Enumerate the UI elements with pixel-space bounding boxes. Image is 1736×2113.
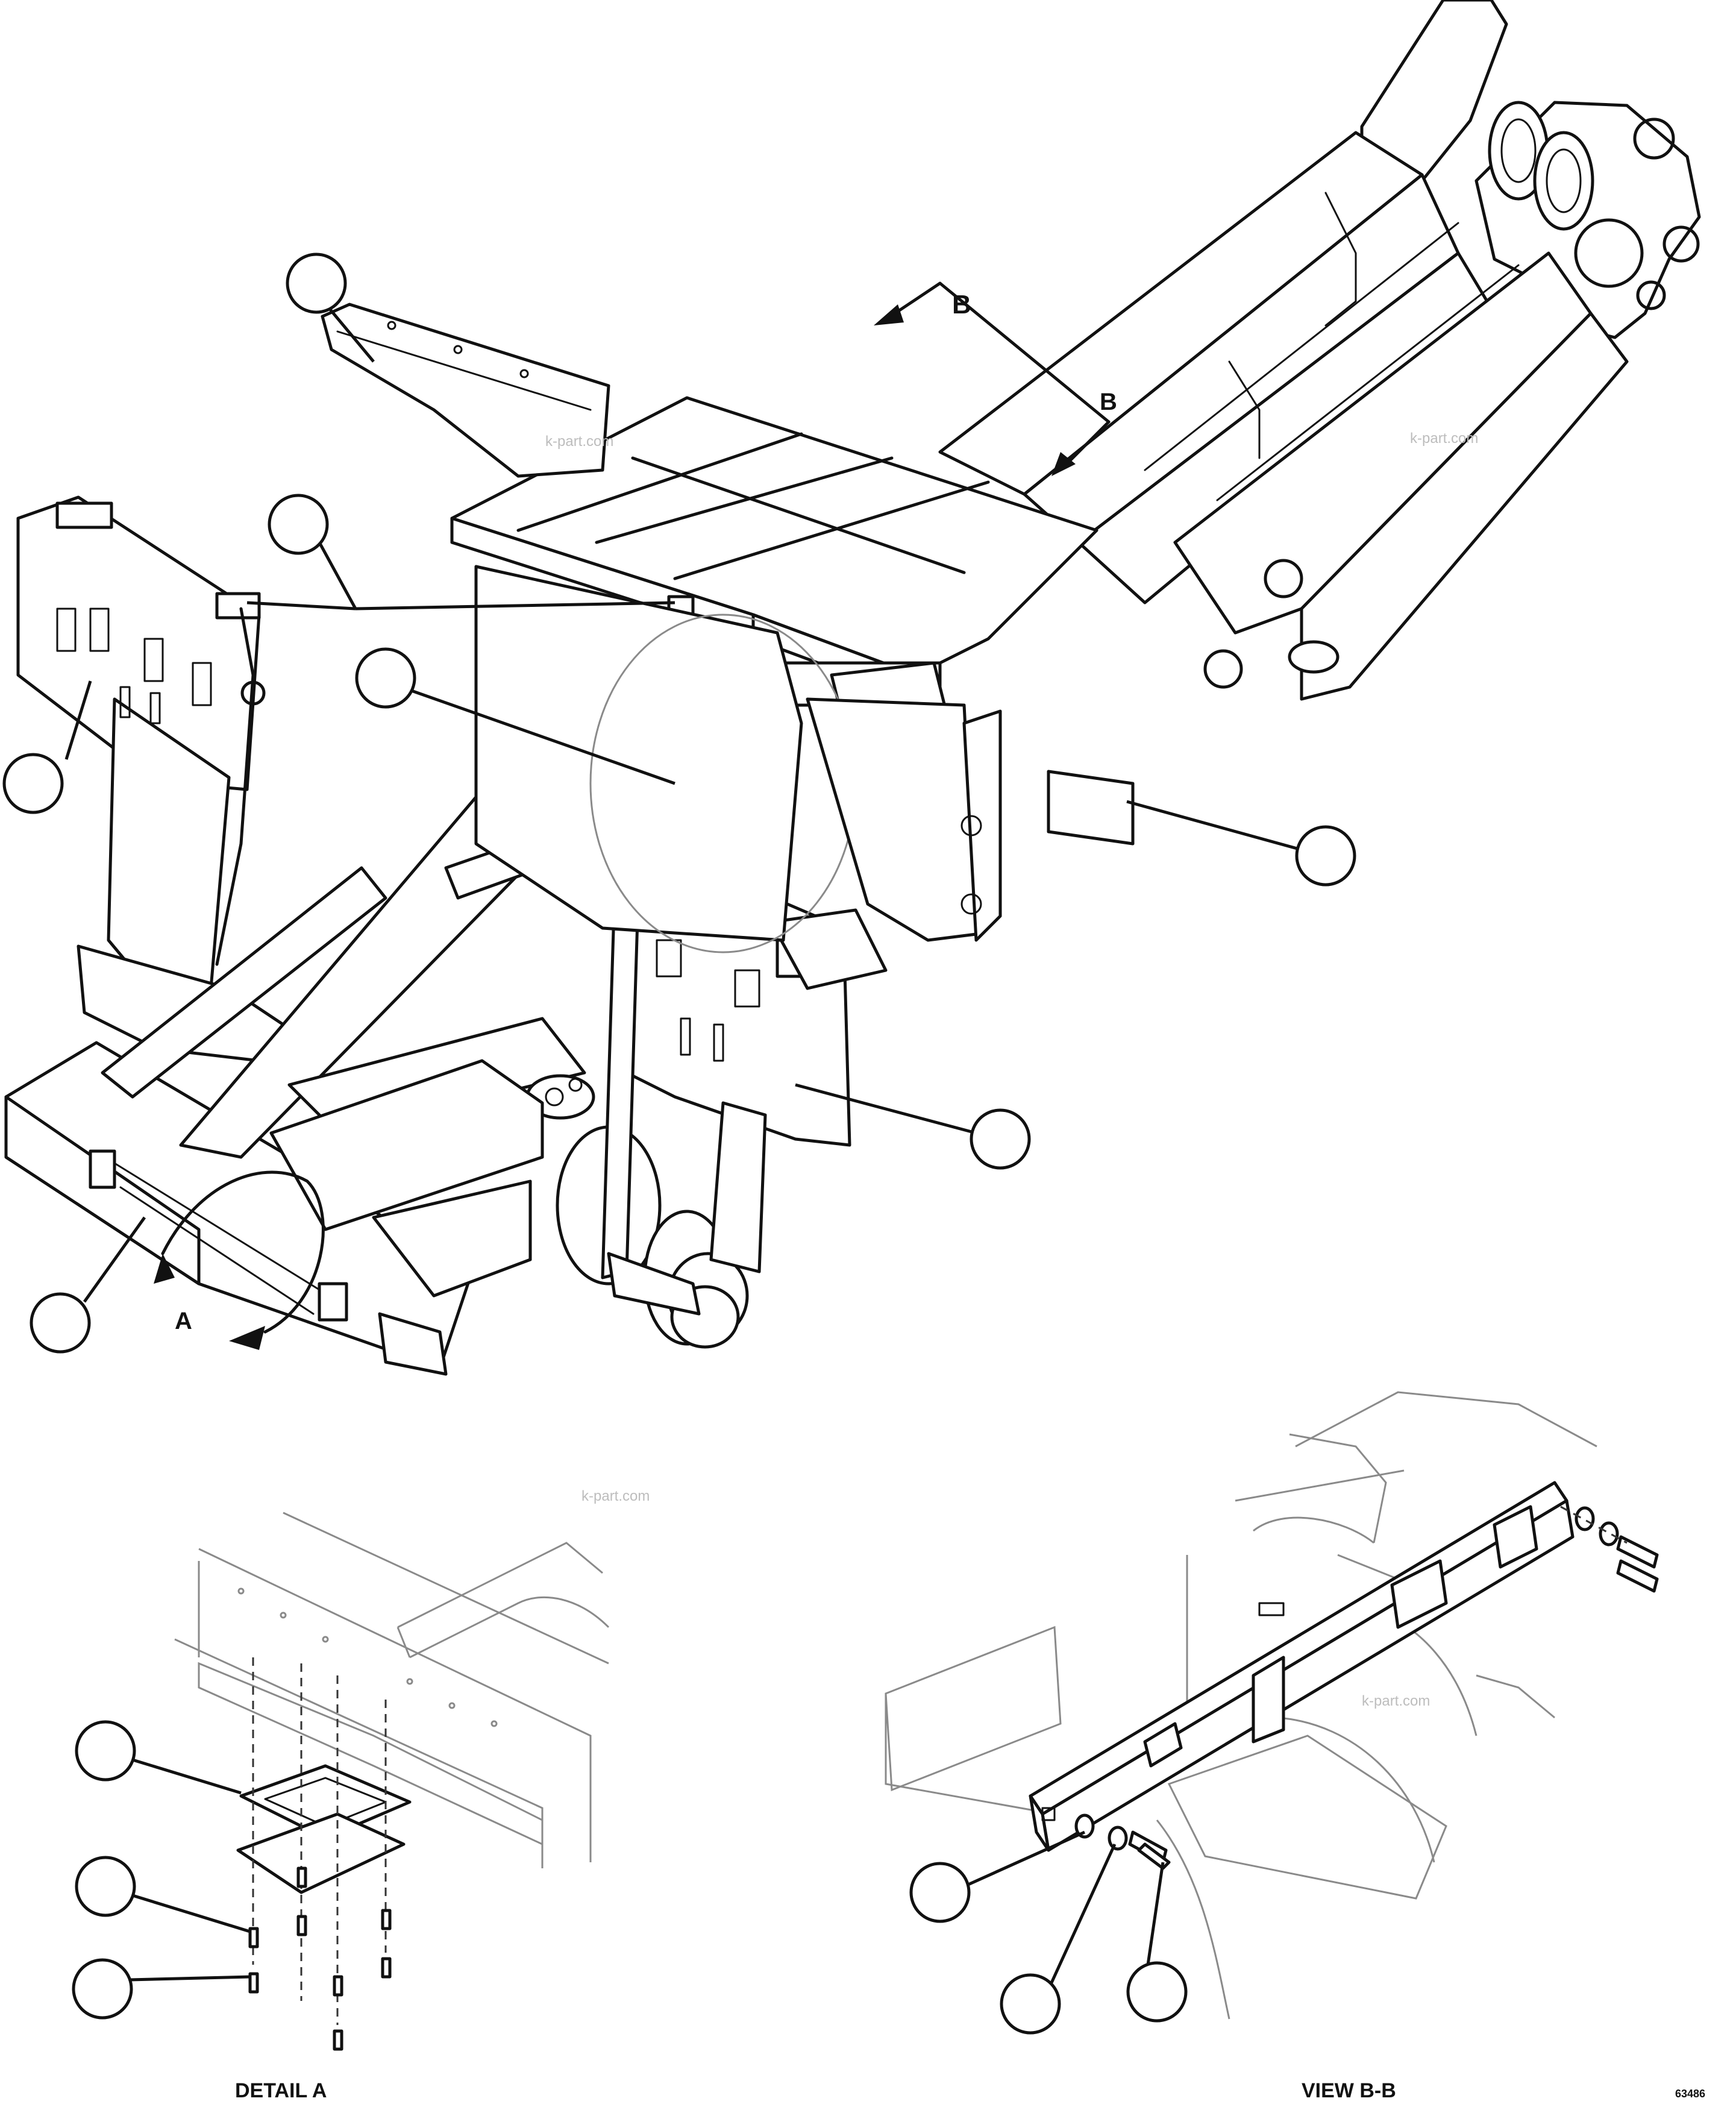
view-bb-hardware <box>1074 1505 1659 1870</box>
callout-circle <box>1126 1961 1188 2023</box>
fender-mount-rail <box>321 303 610 478</box>
detail-a-view: k-part.com DETAIL A <box>72 1488 650 2102</box>
view-b-arrows: B B <box>874 281 1117 476</box>
watermark: k-part.com <box>1362 1693 1430 1709</box>
callout-circle <box>286 253 347 314</box>
detail-a-marker-label: A <box>175 1308 192 1334</box>
main-frame-view: B B A k <box>2 0 1701 1376</box>
callout-circle <box>268 494 329 555</box>
central-drum <box>269 1059 749 1349</box>
central-spine <box>474 565 1002 953</box>
watermark: k-part.com <box>581 1488 650 1504</box>
main-callouts <box>2 253 1356 1354</box>
view-marker-b: B <box>952 290 971 319</box>
callout-circle <box>75 1720 136 1782</box>
view-bb-title: VIEW B-B <box>1302 2079 1396 2102</box>
watermark: k-part.com <box>545 433 613 450</box>
rear-bumper <box>4 1041 472 1376</box>
detail-a-marker: A <box>154 1170 325 1350</box>
callout-circle <box>970 1108 1031 1170</box>
callout-circle <box>72 1958 133 2020</box>
view-marker-b-arrow: B <box>1100 389 1117 415</box>
boom-beams <box>938 131 1629 701</box>
callout-circle <box>75 1856 136 1917</box>
view-bb-view: k-part.com VIEW B-B 63486 <box>885 1391 1705 2102</box>
detail-a-bolts <box>248 1867 392 2051</box>
callout-circle <box>30 1292 91 1354</box>
callout-circle <box>1000 1973 1061 2035</box>
detail-a-title: DETAIL A <box>235 2079 327 2102</box>
watermark: k-part.com <box>1410 430 1478 447</box>
figure-code: 63486 <box>1675 2088 1705 2100</box>
loader-arms <box>1360 0 1701 339</box>
callout-circle <box>909 1862 971 1923</box>
callout-circle <box>2 753 64 814</box>
callout-circle <box>355 647 416 709</box>
callout-circle <box>1295 825 1356 887</box>
